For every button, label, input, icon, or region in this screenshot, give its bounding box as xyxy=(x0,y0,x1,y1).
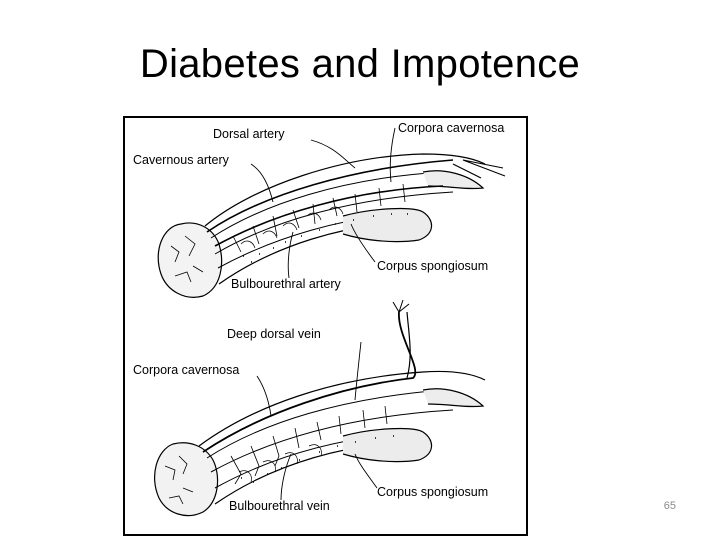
label-deep-dorsal-vein: Deep dorsal vein xyxy=(227,327,321,341)
slide-title: Diabetes and Impotence xyxy=(0,42,720,87)
label-corpora-cavernosa-bottom: Corpora cavernosa xyxy=(133,363,239,377)
label-bulbourethral-artery: Bulbourethral artery xyxy=(231,277,342,291)
anatomy-diagram: Dorsal artery Corpora cavernosa Cavernou… xyxy=(123,116,528,536)
label-cavernous-artery: Cavernous artery xyxy=(133,153,230,167)
label-corpus-spongiosum-bottom: Corpus spongiosum xyxy=(377,485,488,499)
page-number: 65 xyxy=(664,500,676,512)
anatomy-figure: Dorsal artery Corpora cavernosa Cavernou… xyxy=(123,116,528,536)
label-corpus-spongiosum-top: Corpus spongiosum xyxy=(377,259,488,273)
label-corpora-cavernosa-top: Corpora cavernosa xyxy=(398,121,504,135)
label-bulbourethral-vein: Bulbourethral vein xyxy=(229,499,330,513)
label-dorsal-artery: Dorsal artery xyxy=(213,127,285,141)
